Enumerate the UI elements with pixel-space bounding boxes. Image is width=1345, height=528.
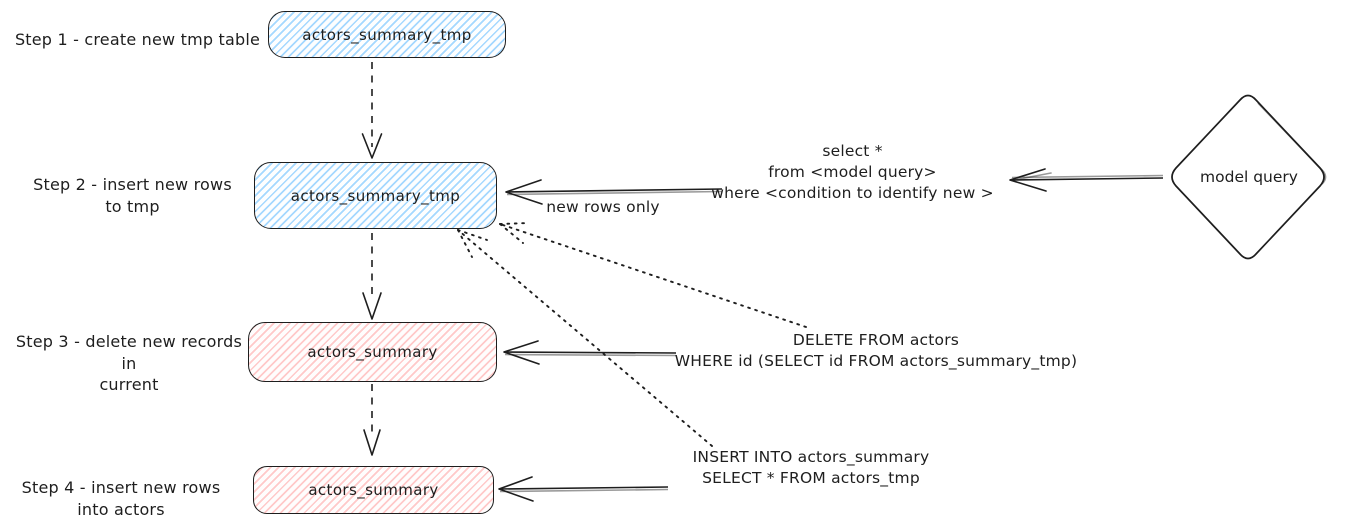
step2-label: Step 2 - insert new rows to tmp	[25, 174, 240, 217]
step3-label: Step 3 - delete new records in current	[8, 331, 250, 396]
step1-label-line1: Step 1 - create new tmp table	[14, 30, 261, 49]
select-query-line3: where <condition to identify new >	[711, 184, 994, 202]
step3-label-line1: Step 3 - delete new records in	[15, 332, 243, 373]
step4-label-line2: into actors	[77, 499, 165, 519]
delete-query-line1: DELETE FROM actors	[792, 331, 960, 349]
node-step2-actors-summary-tmp: actors_summary_tmp	[254, 162, 497, 229]
model-query-diamond	[1171, 94, 1327, 260]
node-step3-label: actors_summary	[307, 343, 438, 361]
connector-dotted-insert-ref-to-tmp	[457, 229, 713, 447]
step2-label-line2: to tmp	[105, 196, 160, 216]
node-step4-label: actors_summary	[308, 481, 439, 499]
delete-query-line2: WHERE id (SELECT id FROM actors_summary_…	[674, 352, 1078, 370]
node-step1-label: actors_summary_tmp	[302, 25, 472, 44]
connector-model-query-to-select	[1009, 168, 1164, 192]
select-query-text: select * from <model query> where <condi…	[700, 141, 1005, 204]
step1-label: Step 1 - create new tmp table	[10, 29, 265, 51]
select-query-line1: select *	[822, 142, 883, 160]
insert-query-line1: INSERT INTO actors_summary	[692, 448, 930, 466]
connector-dotted-delete-ref-to-tmp	[499, 222, 807, 328]
step4-label-line1: Step 4 - insert new rows	[21, 478, 221, 497]
model-query-label: model query	[1200, 168, 1298, 186]
node-step2-label: actors_summary_tmp	[290, 186, 461, 205]
step3-label-line2: current	[99, 375, 159, 395]
connector-insert-query-to-summary	[498, 476, 669, 502]
connector-select-query-to-tmp	[505, 179, 723, 205]
node-step3-actors-summary: actors_summary	[248, 322, 497, 382]
connector-delete-query-to-summary	[503, 340, 677, 365]
new-rows-only-label: new rows only	[546, 198, 660, 216]
node-step4-actors-summary: actors_summary	[253, 466, 494, 514]
connector-step1-to-step2	[361, 62, 383, 159]
connector-step2-to-step3	[362, 233, 382, 320]
insert-query-text: INSERT INTO actors_summary SELECT * FROM…	[660, 447, 962, 489]
step4-label: Step 4 - insert new rows into actors	[15, 477, 227, 520]
node-step1-actors-summary-tmp: actors_summary_tmp	[268, 11, 506, 58]
insert-query-line2: SELECT * FROM actors_tmp	[702, 469, 920, 487]
select-query-line2: from <model query>	[768, 163, 937, 181]
connector-step3-to-step4	[363, 384, 381, 456]
step2-label-line1: Step 2 - insert new rows	[33, 175, 232, 194]
delete-query-text: DELETE FROM actors WHERE id (SELECT id F…	[670, 330, 1082, 372]
